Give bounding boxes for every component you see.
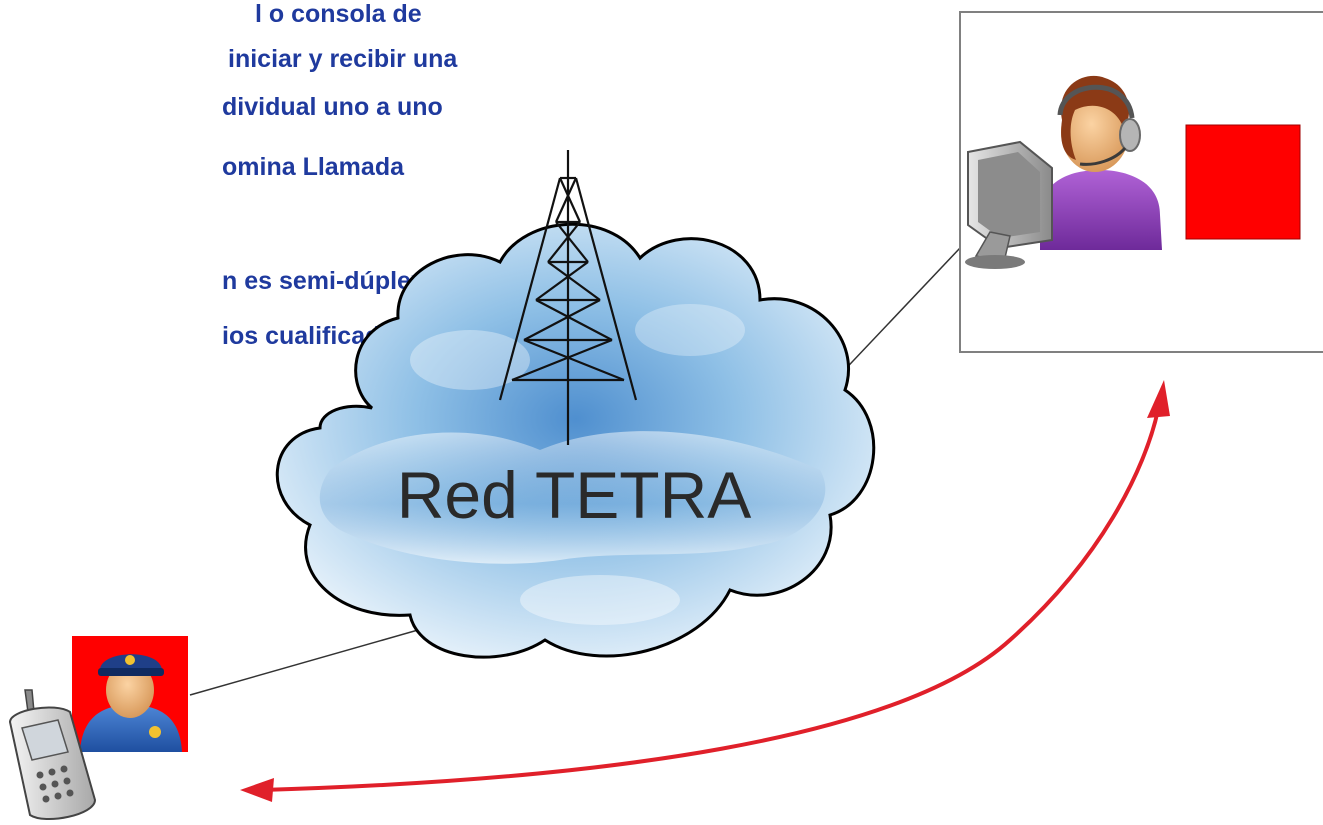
police-officer-icon: [80, 654, 182, 752]
cloud-puff: [635, 304, 745, 356]
mobile-radio-icon: [8, 689, 97, 821]
bullet-line-2: iniciar y recibir una: [228, 45, 458, 73]
dispatcher-operator-icon: [1040, 75, 1162, 250]
bullet-line-4: omina Llamada: [222, 153, 404, 181]
tetra-cloud: Red TETRA: [275, 222, 876, 659]
bullet-line-1: l o consola de: [255, 0, 422, 28]
radio-tower-icon: [498, 150, 638, 445]
bullet-line-3: dividual uno a uno: [222, 93, 443, 121]
cloud-puff: [520, 575, 680, 625]
connector-cloud-dispatcher: [834, 247, 961, 381]
monitor-icon: [965, 140, 1053, 269]
dispatcher-red-card: [1185, 124, 1301, 240]
arrow-head-left: [240, 778, 274, 802]
arrow-head-up: [1147, 380, 1170, 418]
cloud-inner-shade: [319, 431, 826, 564]
call-arrow: [240, 380, 1170, 802]
connector-cloud-terminal: [189, 629, 419, 696]
bullet-line-5: n es semi-dúplex: [222, 267, 425, 295]
cloud-label: Red TETRA: [397, 458, 752, 532]
cloud-puff: [410, 330, 530, 390]
